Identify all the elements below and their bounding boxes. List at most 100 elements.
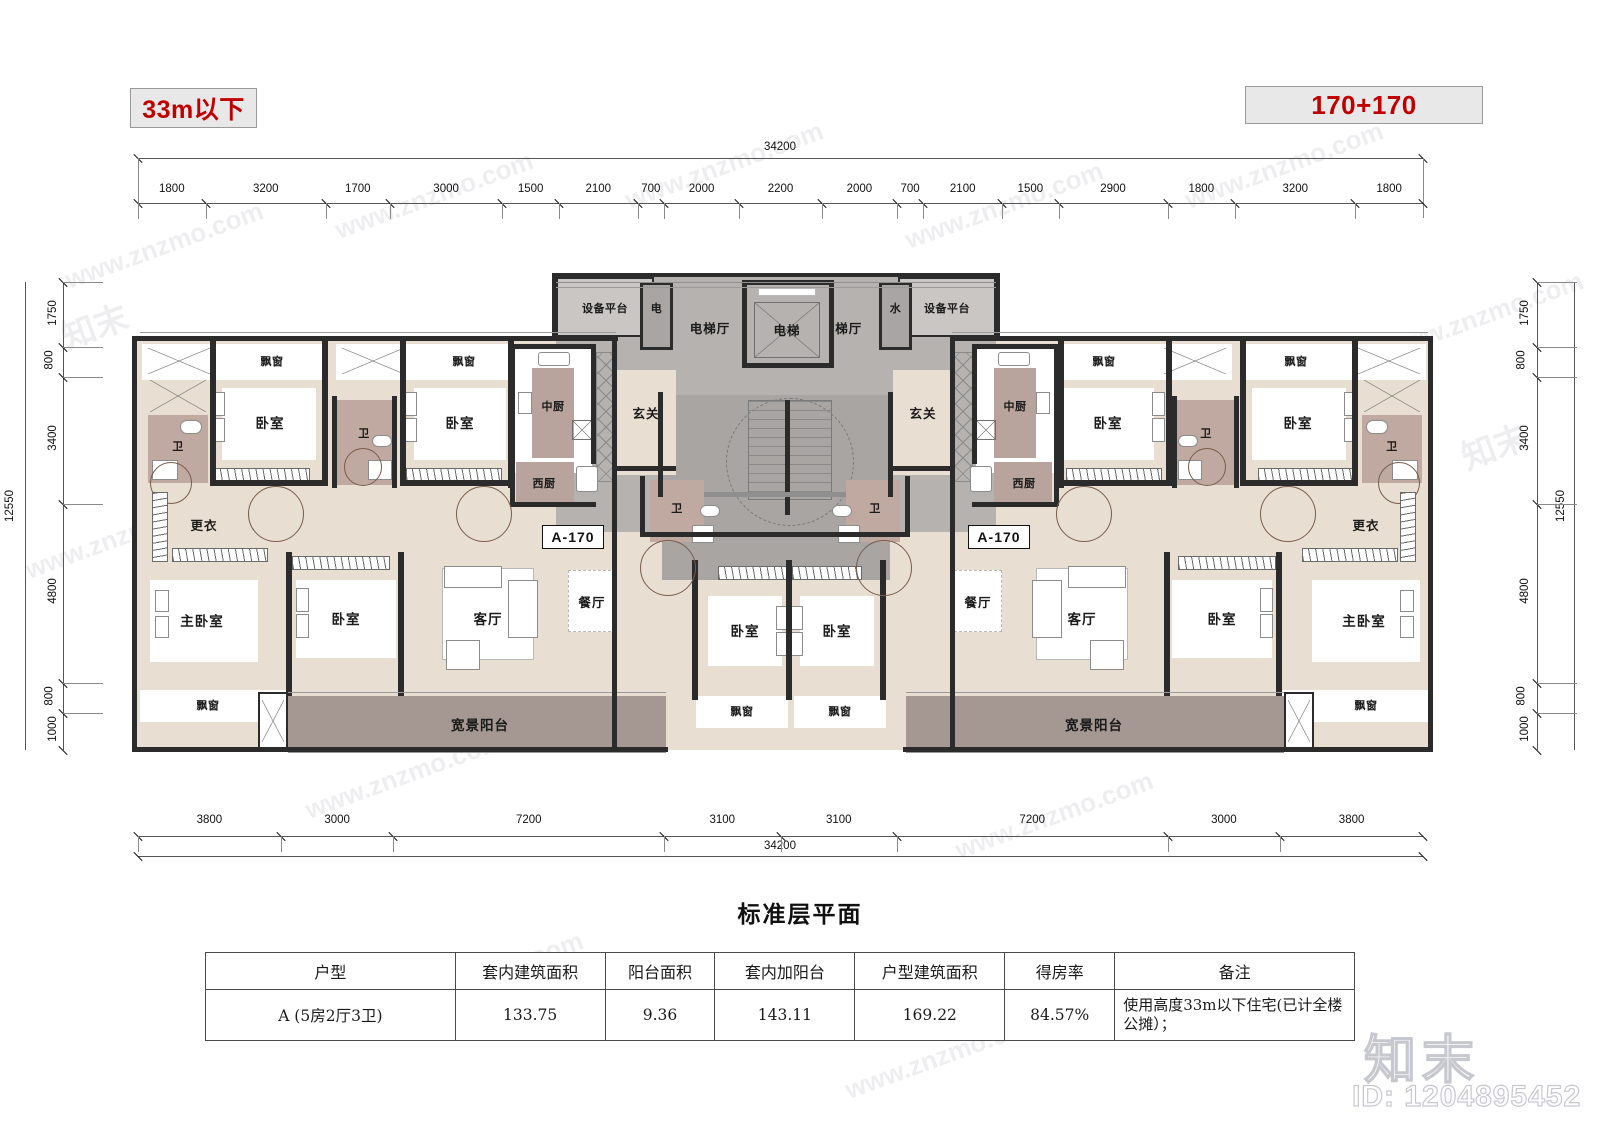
elevator-door-sill <box>758 288 816 296</box>
wardrobe-r3 <box>1178 556 1276 570</box>
nightstand <box>1260 588 1273 612</box>
door-arc <box>150 462 192 504</box>
nightstand <box>155 590 169 612</box>
dim-segment-label: 1800 <box>1188 183 1215 195</box>
label-kitchen-cn-left: 中厨 <box>541 400 565 413</box>
coffee-table <box>446 640 480 670</box>
dim-ext <box>1235 203 1237 219</box>
bed-furniture-center-left <box>708 596 782 666</box>
door-arc <box>1056 486 1112 542</box>
foyer-left-fill <box>616 370 676 475</box>
dim-ext <box>780 836 782 852</box>
shaft-electric <box>640 282 673 350</box>
nightstand <box>1400 590 1414 612</box>
wall-seg <box>1352 340 1358 485</box>
cell-unit-type: A (5房2厅3卫) <box>205 989 456 1041</box>
dim-ext <box>1058 203 1060 219</box>
wall-core-left <box>552 273 556 337</box>
dim-ext <box>1002 203 1004 219</box>
dressing-wardrobe-2 <box>172 548 268 562</box>
dim-segment-label: 700 <box>641 183 661 195</box>
coffee-table <box>1090 640 1124 670</box>
dim-segment-label: 2000 <box>688 183 715 195</box>
label-foyer-left: 玄关 <box>632 406 660 421</box>
wall-seg <box>1240 340 1246 485</box>
toilet <box>700 505 720 517</box>
label-bay-window-r1: 飘窗 <box>1092 355 1116 368</box>
label-bathroom-center-left: 卫 <box>671 502 683 515</box>
balcony-rail-left <box>288 692 666 693</box>
dim-segment-label: 3800 <box>196 814 223 826</box>
wall-seg <box>398 552 404 697</box>
nightstand <box>1400 616 1414 638</box>
stove <box>1036 392 1050 414</box>
height-limit-badge: 33m以下 <box>130 88 257 128</box>
door-arc <box>1260 486 1316 542</box>
label-bathroom-1: 卫 <box>172 440 184 453</box>
dim-segment-label: 3200 <box>1282 183 1309 195</box>
dim-ext <box>637 203 639 219</box>
label-balcony-left: 宽景阳台 <box>451 718 509 734</box>
dim-segment-label: 3100 <box>709 814 736 826</box>
dim-ext <box>739 203 741 219</box>
wardrobe-center-left <box>718 566 788 580</box>
door-arc <box>856 540 912 596</box>
dim-ext <box>896 836 898 852</box>
wall-foyer-right-bottom <box>893 466 953 471</box>
dim-overall-line <box>138 158 1423 159</box>
nightstand <box>155 616 169 638</box>
dim-ext <box>1167 836 1169 852</box>
dim-ext <box>664 203 666 219</box>
nightstand <box>1260 614 1273 638</box>
dim-ext <box>63 377 103 379</box>
bay-window-r-bed1 <box>1050 344 1158 380</box>
th-unit-type: 户型 <box>205 952 456 990</box>
wall-outer-top-left <box>132 336 618 341</box>
label-bedroom-center-left: 卧室 <box>730 624 760 640</box>
cell-balcony: 9.36 <box>604 989 716 1041</box>
th-gross: 户型建筑面积 <box>854 952 1006 990</box>
dim-ext <box>502 203 504 219</box>
wall-seg <box>400 340 406 485</box>
wall-core-right <box>996 273 1000 337</box>
wall-seg <box>1240 480 1358 486</box>
dim-ext <box>393 836 395 852</box>
wall-seg <box>880 560 886 700</box>
door-arc <box>344 448 382 486</box>
cell-remark: 使用高度33m以下住宅(已计全楼公摊）； <box>1114 989 1355 1041</box>
label-bay-window-master: 飘窗 <box>196 699 220 712</box>
wall-seg <box>972 502 1058 507</box>
dim-ext <box>63 503 103 505</box>
label-bay-window-center-left: 飘窗 <box>730 705 754 718</box>
dim-segment-label: 3000 <box>1211 814 1237 826</box>
service-hatch <box>262 700 284 742</box>
stove <box>518 392 532 414</box>
bed-furniture-2 <box>414 388 506 460</box>
dim-segment-label: 3100 <box>825 814 852 826</box>
wall-seg <box>210 340 216 485</box>
dim-overall-line-bottom <box>138 856 1423 857</box>
dim-segment-label: 1500 <box>517 183 544 195</box>
door-arc <box>1378 462 1420 504</box>
wall-seg <box>1058 480 1172 486</box>
th-interior-plus: 套内加阳台 <box>714 952 856 990</box>
stair-treads <box>748 400 832 500</box>
wall-seg <box>510 344 515 506</box>
dressing-wardrobe-r <box>1400 492 1416 562</box>
dim-ext <box>205 203 207 219</box>
wall-seg <box>1058 340 1064 488</box>
dim-ext <box>821 203 823 219</box>
wall-center-left <box>612 336 617 751</box>
dim-segment-label: 1800 <box>159 183 185 195</box>
th-efficiency: 得房率 <box>1004 952 1116 990</box>
dim-ext <box>1537 712 1577 714</box>
th-remark: 备注 <box>1114 952 1355 990</box>
label-shaft-electric: 电 <box>650 302 663 315</box>
table-header-row: 户型 套内建筑面积 阳台面积 套内加阳台 户型建筑面积 得房率 备注 <box>205 952 1355 990</box>
dim-segment-label: 3800 <box>1338 814 1365 826</box>
label-living-left: 客厅 <box>473 612 503 628</box>
dim-chain-line-right <box>1537 282 1538 750</box>
label-bedroom-3: 卧室 <box>331 612 361 628</box>
toilet <box>1366 420 1388 434</box>
wall-foyer-left-bottom <box>616 466 676 471</box>
